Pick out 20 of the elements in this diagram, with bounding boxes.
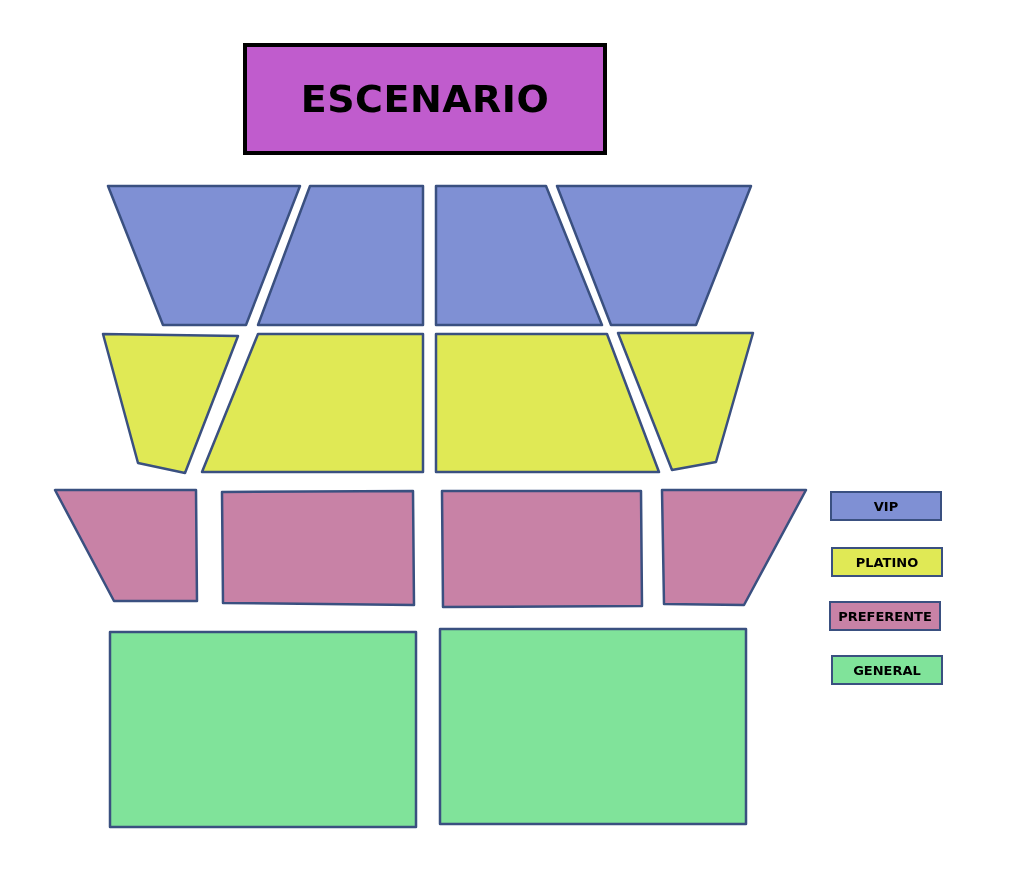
seating-section: [438, 627, 748, 826]
legend-label: VIP: [873, 498, 899, 514]
legend-label: PREFERENTE: [838, 608, 932, 624]
seating-section: [434, 184, 604, 327]
seating-section: [440, 489, 644, 609]
stage-label: ESCENARIO: [300, 77, 550, 121]
seating-section: [101, 332, 240, 475]
seating-section: [108, 630, 418, 829]
seating-section: [616, 331, 755, 472]
seating-section: [434, 332, 661, 474]
legend-label: GENERAL: [853, 662, 921, 678]
seating-section: [660, 488, 808, 607]
seating-section: [220, 489, 416, 607]
seating-section: [256, 184, 425, 327]
seating-section: [200, 332, 425, 474]
seating-section: [555, 184, 753, 327]
legend-label: PLATINO: [855, 554, 919, 570]
seating-section: [106, 184, 302, 327]
seating-section: [53, 488, 199, 603]
stage-box: [243, 43, 607, 155]
